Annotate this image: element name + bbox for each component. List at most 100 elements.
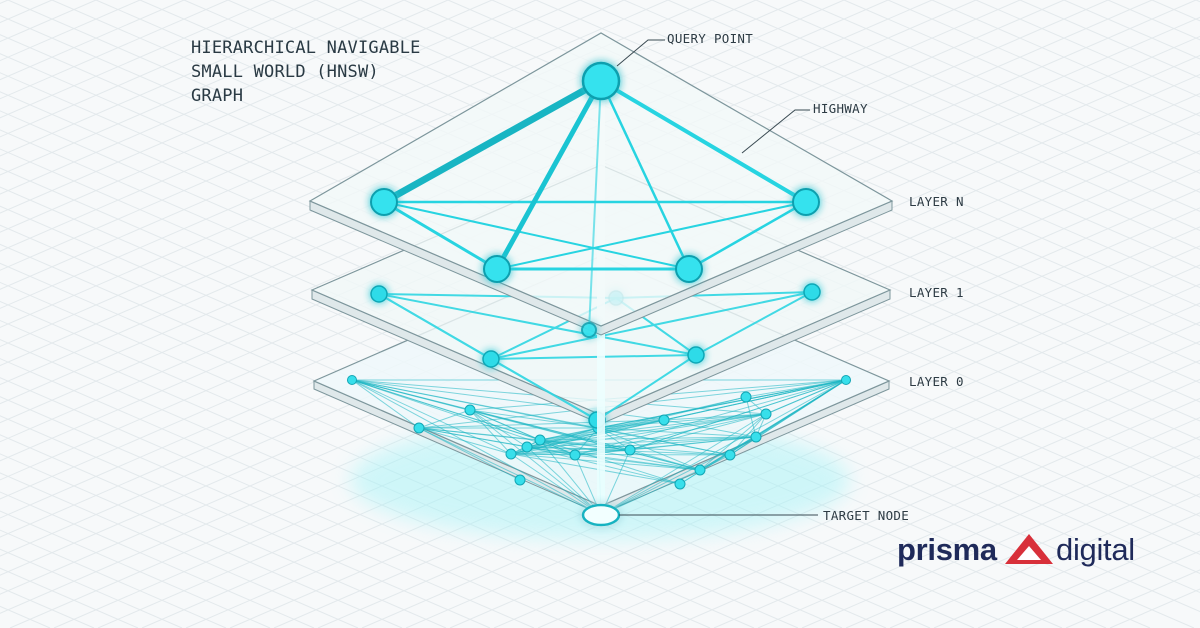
layer-1-edge	[695, 291, 813, 356]
layer-0-edge	[539, 439, 701, 471]
grid-line	[0, 0, 449, 195]
layer-0-edge	[418, 427, 521, 481]
layer-0-node	[658, 414, 670, 426]
layer-0-node	[750, 431, 762, 443]
layer-0-edge	[351, 379, 602, 516]
layer-0-edge	[526, 446, 631, 451]
search-path-edge	[494, 78, 604, 272]
layer-n-node	[370, 188, 398, 216]
grid-line	[537, 340, 1200, 628]
search-path-edge	[380, 77, 605, 206]
leader-query-point	[616, 39, 665, 67]
diagram-title: HIERARCHICAL NAVIGABLE SMALL WORLD (HNSW…	[191, 36, 421, 108]
layer-n-edge	[382, 200, 499, 271]
grid-line	[801, 455, 1200, 628]
layer-n-edge	[687, 200, 808, 271]
layer-0-edge	[663, 379, 847, 421]
grid-line	[0, 0, 493, 214]
leader-lines	[616, 39, 818, 516]
grid-line	[0, 396, 535, 628]
grid-line	[581, 359, 1200, 628]
grid-line	[0, 339, 667, 628]
layer-n-edge	[599, 79, 691, 271]
grid-line	[757, 436, 1200, 628]
grid-line	[0, 0, 713, 309]
layer-0-node	[464, 404, 476, 416]
layer-1-edge	[490, 354, 697, 360]
layer-0-edge	[526, 436, 757, 448]
layer-1-node	[370, 285, 388, 303]
grid-line	[0, 453, 403, 628]
grid-line	[0, 186, 1019, 628]
grid-line	[0, 0, 669, 290]
grid-line	[0, 491, 315, 628]
grid-line	[933, 512, 1200, 628]
layer-n-edge	[496, 201, 807, 270]
layer-0-node	[841, 375, 851, 385]
layer-0-edge	[729, 379, 847, 456]
layer-1-edge	[490, 358, 598, 421]
highway-edge	[599, 79, 808, 204]
layer-0-edge	[574, 413, 767, 456]
layer-0-edge	[629, 379, 847, 451]
layer-1-edge	[378, 293, 697, 356]
grid-line	[0, 415, 491, 628]
layer-n-node	[581, 322, 597, 338]
grid-line	[0, 0, 977, 424]
title-line-2: SMALL WORLD (HNSW)	[191, 62, 379, 82]
grid-line	[0, 358, 623, 628]
layer-0-node	[740, 391, 752, 403]
layer-n-node	[792, 188, 820, 216]
layer-0-node	[624, 444, 636, 456]
title-line-3: GRAPH	[191, 86, 244, 106]
layer-n-nodes	[370, 61, 820, 338]
layer-n-plane	[308, 32, 894, 338]
label-target-node: TARGET NODE	[823, 508, 910, 523]
layer-0-edge	[574, 379, 847, 456]
title-line-1: HIERARCHICAL NAVIGABLE	[191, 38, 421, 58]
layer-n-node	[483, 255, 511, 283]
grid-line	[0, 0, 317, 138]
layer-0-edge	[510, 453, 681, 485]
grid-line	[0, 0, 581, 252]
layer-0-edge	[539, 439, 731, 456]
logo-triangle-icon	[1005, 534, 1053, 564]
layer-1-node	[803, 283, 821, 301]
layer-0-edge	[765, 379, 847, 415]
layer-0-edge	[526, 396, 747, 448]
layer-1-node	[482, 350, 500, 368]
label-layer-1: LAYER 1	[909, 285, 964, 300]
layer-0-node	[694, 464, 706, 476]
layer-0-edge	[526, 446, 602, 516]
layer-0-edge	[539, 379, 847, 441]
layer-1-edge	[596, 354, 697, 421]
layer-0-edge	[418, 409, 471, 429]
label-layer-n: LAYER N	[909, 194, 964, 209]
layer-0-edge	[600, 469, 701, 516]
layer-0-edge	[418, 419, 665, 429]
layer-0-edge	[469, 409, 528, 448]
layer-0-edge	[629, 436, 757, 451]
label-layer-0: LAYER 0	[909, 374, 964, 389]
layer-0-node	[534, 434, 546, 446]
logo-word-prisma: prisma	[897, 532, 997, 567]
layer-0-node	[514, 474, 526, 486]
grid-line	[0, 510, 271, 628]
grid-line	[0, 0, 1065, 462]
layer-0-node	[505, 448, 517, 460]
layer-n-plane-top	[308, 32, 894, 327]
layer-n-edge	[383, 201, 690, 270]
layer-n-node	[675, 255, 703, 283]
layer-0-edge	[597, 427, 757, 438]
layer-0-node	[724, 449, 736, 461]
grid-line	[0, 0, 1021, 443]
grid-line	[0, 167, 1063, 628]
layer-0-edge	[699, 379, 847, 471]
grid-line	[889, 493, 1200, 628]
layer-1-edge	[490, 291, 813, 360]
layer-0-edge	[418, 427, 602, 516]
layer-0-node	[413, 422, 425, 434]
layer-0-edge	[600, 379, 847, 516]
layer-0-edge	[600, 413, 767, 516]
